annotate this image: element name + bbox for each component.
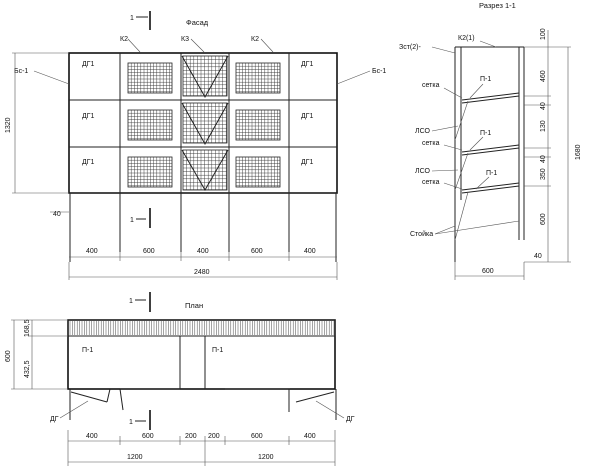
label-k2-right: К2 [251, 36, 259, 43]
facade-shelves [69, 99, 337, 194]
dim-600: 600 [5, 350, 12, 362]
label-lso: ЛСО [415, 128, 430, 135]
dim-130: 130 [540, 120, 547, 132]
dg1-label: ДГ1 [82, 113, 95, 120]
facade-title: Фасад [186, 18, 209, 27]
dim-400: 400 [86, 433, 98, 440]
dim-600: 600 [251, 248, 263, 255]
dim-200: 200 [185, 433, 197, 440]
dg1-label: ДГ1 [301, 159, 314, 166]
dg1-label: ДГ1 [82, 159, 95, 166]
dim-400: 400 [304, 248, 316, 255]
dim-600: 600 [482, 268, 494, 275]
dim-600: 600 [143, 248, 155, 255]
dim-168-5: 168,5 [24, 319, 31, 337]
label-stoyka: Стойка [410, 230, 433, 238]
section-posts [454, 46, 525, 262]
facade-height-dimension: 1320 40 [5, 52, 69, 218]
mesh-panel [182, 55, 228, 97]
dim-40: 40 [540, 102, 547, 110]
dim-400: 400 [86, 248, 98, 255]
facade-legs [69, 193, 337, 262]
plan-dividers [179, 336, 206, 389]
dim-40: 40 [53, 211, 61, 218]
label-setka: сетка [422, 82, 440, 89]
plan-title: План [185, 301, 203, 310]
section-shelves [461, 92, 520, 194]
label-bs1-right: Бс-1 [372, 68, 386, 75]
dg1-label: ДГ1 [301, 61, 314, 68]
dg1-label: ДГ1 [301, 113, 314, 120]
label-zst: Зст(2)- [399, 44, 421, 51]
dim-350: 350 [540, 168, 547, 180]
section-bottom-dims: 600 40 [454, 253, 542, 280]
dim-460: 460 [540, 70, 547, 82]
mesh-panel [235, 156, 281, 188]
label-k2-left: К2 [120, 36, 128, 43]
dim-1200: 1200 [127, 454, 143, 461]
dg1-label: ДГ1 [82, 61, 95, 68]
label-p1: П-1 [486, 170, 497, 177]
plan-section-mark-bottom: 1 [129, 419, 133, 426]
plan-view: План 1 П-1 П-1 ДГ ДГ [5, 292, 355, 466]
label-bs1-left: Бс-1 [14, 68, 28, 75]
dim-40: 40 [534, 253, 542, 260]
dim-600: 600 [251, 433, 263, 440]
dim-400: 400 [197, 248, 209, 255]
label-setka: сетка [422, 179, 440, 186]
label-k3: К3 [181, 36, 189, 43]
facade-columns [119, 53, 290, 193]
label-p1: П-1 [480, 76, 491, 83]
plan-label-p1-right: П-1 [212, 347, 223, 354]
facade-section-mark-top: 1 [130, 15, 134, 22]
facade-section-mark-bottom: 1 [130, 217, 134, 224]
dim-200: 200 [208, 433, 220, 440]
label-setka: сетка [422, 140, 440, 147]
plan-net-strip [67, 319, 336, 337]
dim-100: 100 [540, 28, 547, 40]
plan-label-dg-right: ДГ [346, 416, 355, 423]
dim-432-5: 432,5 [24, 360, 31, 378]
section-view: Разрез 1-1 Зст(2)- К2(1) [399, 1, 582, 280]
facade-nets [127, 55, 281, 191]
plan-label-dg-left: ДГ [50, 416, 59, 423]
dim-2480: 2480 [194, 269, 210, 276]
plan-door-swings [69, 388, 337, 420]
section-braces [454, 100, 469, 241]
dim-1320: 1320 [5, 117, 12, 133]
mesh-panel [127, 109, 173, 141]
facade-dg1-labels: ДГ1 ДГ1 ДГ1 ДГ1 ДГ1 ДГ1 [82, 61, 314, 166]
dim-40: 40 [540, 155, 547, 163]
dim-600: 600 [142, 433, 154, 440]
facade-view: Фасад 1 [5, 11, 386, 280]
dim-400: 400 [304, 433, 316, 440]
label-k2-1: К2(1) [458, 35, 475, 42]
mesh-panel [235, 62, 281, 94]
dim-1680: 1680 [575, 144, 582, 160]
mesh-panel [127, 156, 173, 188]
plan-label-p1-left: П-1 [82, 347, 93, 354]
mesh-panel [182, 102, 228, 144]
label-p1: П-1 [480, 130, 491, 137]
mesh-panel [127, 62, 173, 94]
plan-net-hatch [69, 321, 335, 335]
mesh-panel [235, 109, 281, 141]
dim-1200: 1200 [258, 454, 274, 461]
label-lso: ЛСО [415, 168, 430, 175]
section-dimensions: 100 460 40 130 40 350 600 1680 [524, 28, 582, 263]
section-title: Разрез 1-1 [479, 1, 516, 10]
dim-600: 600 [540, 213, 547, 225]
plan-bottom-dimensions: 400 600 200 200 600 400 1200 1200 [67, 430, 336, 466]
facade-v-braces [181, 55, 229, 192]
facade-width-dimensions: 400 600 400 600 400 2480 [68, 248, 338, 280]
mesh-panel [182, 149, 228, 191]
plan-section-mark-top: 1 [129, 298, 133, 305]
plan-left-dimensions: 600 168,5 432,5 [5, 319, 68, 390]
